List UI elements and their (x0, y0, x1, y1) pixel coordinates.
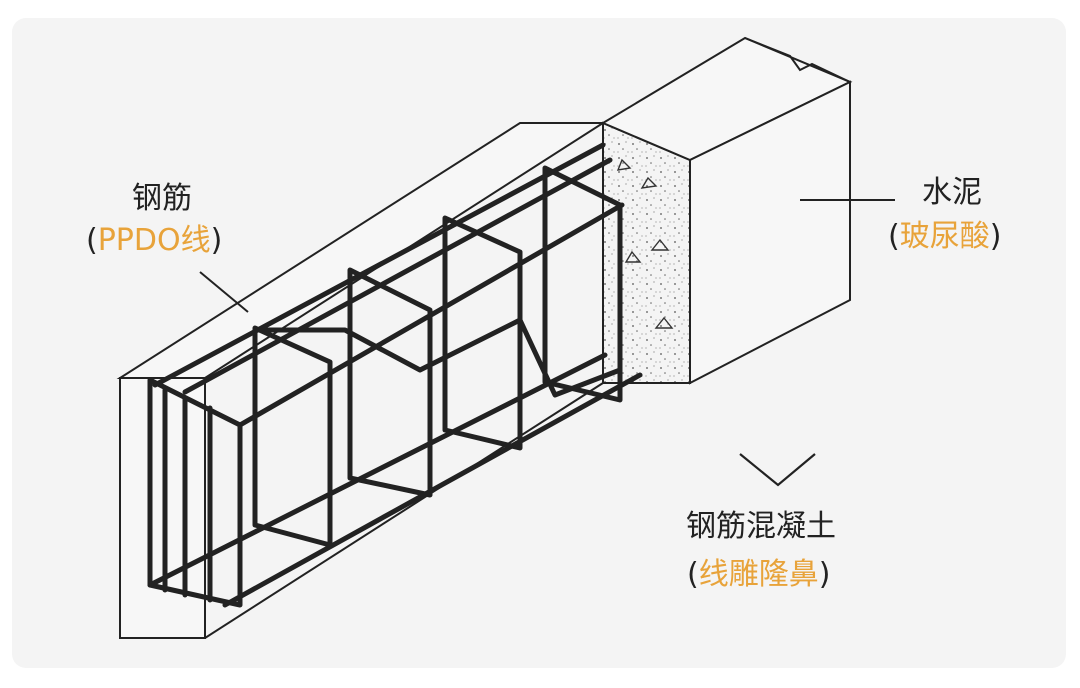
cement-accent-text: 玻尿酸 (899, 219, 990, 254)
open-paren: ( (888, 219, 900, 254)
open-paren: ( (687, 557, 699, 592)
cement-sub-label: (玻尿酸) (888, 218, 1001, 256)
close-paren: ) (818, 557, 831, 592)
leader-lines (199, 199, 895, 313)
open-paren: ( (86, 223, 98, 258)
close-paren: ) (989, 219, 1002, 254)
reinforced-concrete-label: 钢筋混凝土 (686, 509, 836, 544)
concrete-cut-section (602, 121, 691, 384)
steel-label: 钢筋 (132, 181, 192, 216)
close-paren: ) (210, 223, 223, 258)
cement-label: 水泥 (922, 175, 982, 210)
rebar-cage (147, 142, 643, 608)
reinforced-concrete-accent-text: 线雕隆鼻 (698, 557, 819, 592)
cement-block (600, 36, 853, 385)
steel-accent-text: PPDO线 (97, 223, 211, 258)
steel-sub-label: (PPDO线) (86, 222, 222, 260)
chevron-down-icon (739, 453, 816, 487)
reinforced-concrete-sub-label: (线雕隆鼻) (687, 556, 830, 594)
